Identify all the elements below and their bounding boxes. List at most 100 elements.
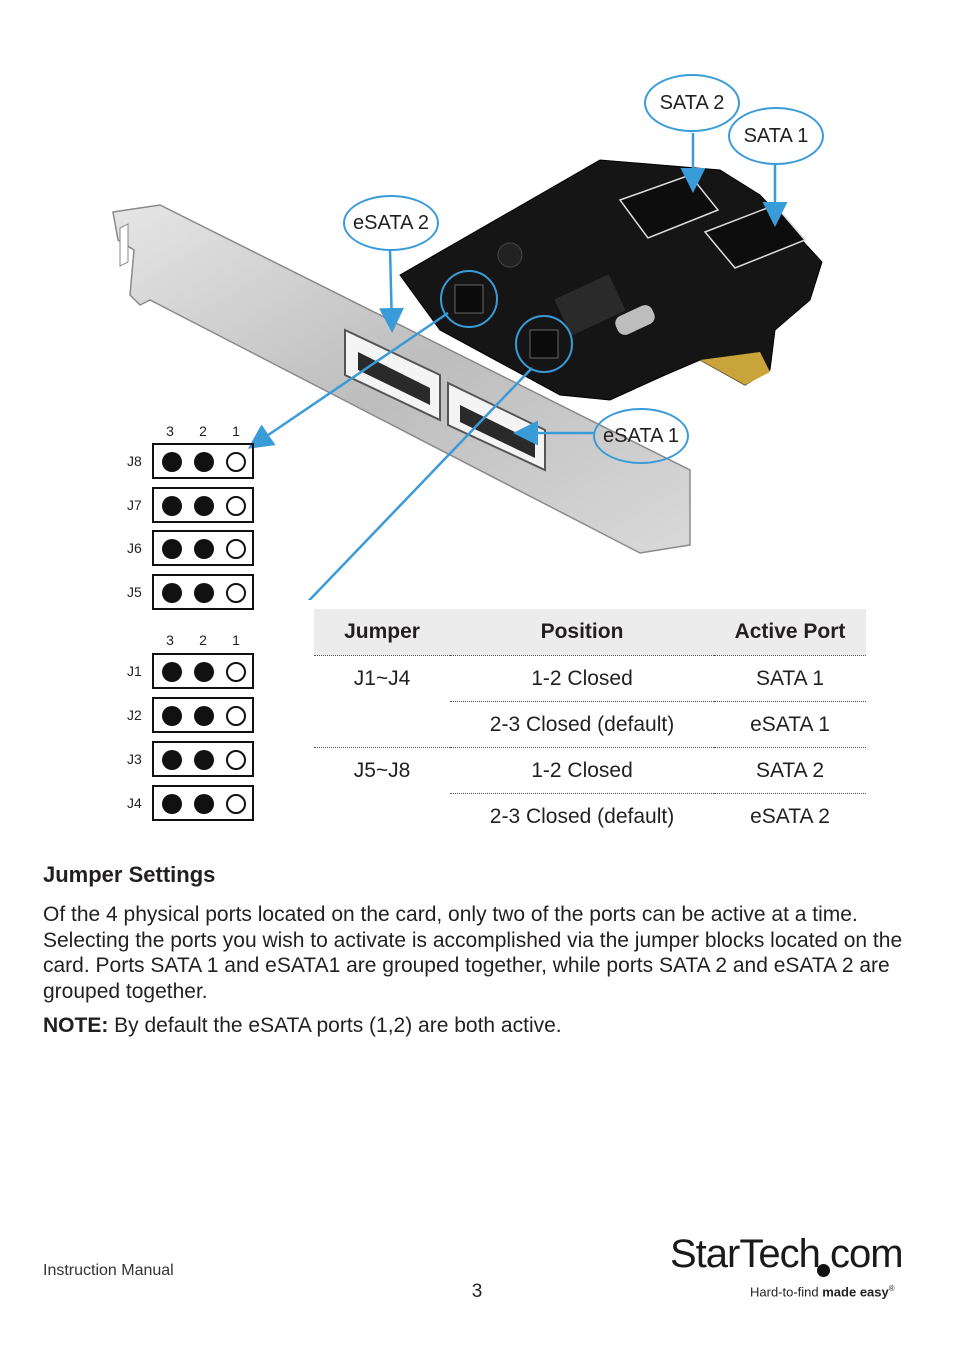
- table-row: J5~J8 1-2 Closed SATA 2: [314, 747, 866, 794]
- pin-closed: [162, 583, 182, 603]
- jumper-row: J5: [122, 574, 262, 612]
- footer-document-type: Instruction Manual: [43, 1262, 174, 1279]
- jumper-label: J5: [127, 584, 142, 600]
- pin-closed: [194, 539, 214, 559]
- jumper-row: J4: [122, 785, 262, 823]
- table-header-active-port: Active Port: [714, 609, 866, 656]
- pin-closed: [162, 496, 182, 516]
- note-body: By default the eSATA ports (1,2) are bot…: [108, 1014, 562, 1037]
- jumper-header: [152, 653, 254, 689]
- pin-number: 3: [166, 632, 174, 648]
- section-title: Jumper Settings: [43, 862, 216, 887]
- pin-closed: [194, 583, 214, 603]
- table-row: J1~J4 1-2 Closed SATA 1: [314, 655, 866, 702]
- table-cell: SATA 1: [714, 655, 866, 702]
- pin-number: 3: [166, 423, 174, 439]
- table-cell: J1~J4: [353, 666, 411, 690]
- pin-closed: [194, 662, 214, 682]
- pin-number: 1: [232, 632, 240, 648]
- table-cell: [314, 701, 450, 748]
- product-figure: [112, 133, 823, 600]
- table-cell: 1-2 Closed: [450, 747, 714, 794]
- jumper-header: [152, 487, 254, 523]
- callout-esata2-label: eSATA 2: [353, 211, 429, 234]
- callout-esata1: eSATA 1: [593, 408, 689, 464]
- pin-number: 1: [232, 423, 240, 439]
- logo-dot-icon: [817, 1264, 830, 1277]
- callout-sata2-label: SATA 2: [659, 91, 725, 114]
- callout-sata2: SATA 2: [644, 74, 740, 132]
- pin-open: [226, 452, 246, 472]
- pin-closed: [194, 706, 214, 726]
- callout-sata1: SATA 1: [728, 107, 824, 165]
- pin-open: [226, 496, 246, 516]
- table-cell: eSATA 2: [750, 804, 830, 828]
- jumper-row: J7: [122, 487, 262, 525]
- table-cell: [314, 794, 450, 840]
- pin-closed: [194, 496, 214, 516]
- callout-sata1-label: SATA 1: [743, 124, 809, 147]
- jumper-label: J7: [127, 497, 142, 513]
- pin-closed: [194, 794, 214, 814]
- pin-open: [226, 662, 246, 682]
- jumper-header: [152, 741, 254, 777]
- table-row: 2-3 Closed (default) eSATA 2: [314, 794, 866, 840]
- logo-tagline-bold: made easy: [822, 1284, 889, 1300]
- pin-number: 2: [199, 632, 207, 648]
- callout-esata2: eSATA 2: [343, 195, 439, 251]
- jumper-header: [152, 574, 254, 610]
- jumper-settings-table: Jumper Position Active Port J1~J4 1-2 Cl…: [314, 609, 866, 839]
- table-cell: eSATA 1: [714, 701, 866, 748]
- table-cell: 1-2 Closed: [450, 655, 714, 702]
- jumper-row: J3: [122, 741, 262, 779]
- jumper-label: J4: [127, 795, 142, 811]
- jumper-label: J8: [127, 453, 142, 469]
- table-cell: SATA 2: [714, 747, 866, 794]
- pin-number: 2: [199, 423, 207, 439]
- jumper-header: [152, 530, 254, 566]
- logo-tagline-light: Hard-to-find: [750, 1284, 823, 1300]
- logo-tagline: Hard-to-find made easy®: [750, 1284, 895, 1299]
- pin-closed: [162, 706, 182, 726]
- jumper-header: [152, 785, 254, 821]
- table-header-jumper: Jumper: [314, 609, 450, 656]
- pin-open: [226, 539, 246, 559]
- table-row: 2-3 Closed (default) eSATA 1: [314, 701, 866, 748]
- jumper-label: J3: [127, 751, 142, 767]
- pin-closed: [162, 452, 182, 472]
- pcb-board: [399, 159, 823, 401]
- table-cell: J5~J8: [353, 758, 411, 782]
- callout-arrows: [247, 133, 788, 600]
- jumper-row: J6: [122, 530, 262, 568]
- jumper-row: J1: [122, 653, 262, 691]
- callout-esata1-label: eSATA 1: [603, 424, 679, 447]
- pin-closed: [162, 794, 182, 814]
- pin-closed: [162, 539, 182, 559]
- jumper-label: J2: [127, 707, 142, 723]
- pin-open: [226, 794, 246, 814]
- section-paragraph: Of the 4 physical ports located on the c…: [43, 903, 903, 1003]
- page-number: 3: [471, 1281, 483, 1302]
- jumper-label: J1: [127, 663, 142, 679]
- note-paragraph: NOTE: By default the eSATA ports (1,2) a…: [43, 1014, 923, 1038]
- jumper-highlight-esata1: [515, 315, 573, 373]
- note-label: NOTE:: [43, 1014, 109, 1037]
- jumper-header: [152, 443, 254, 479]
- jumper-header: [152, 697, 254, 733]
- pin-open: [226, 583, 246, 603]
- pin-open: [226, 750, 246, 770]
- jumper-row: J8: [122, 443, 262, 481]
- jumper-label: J6: [127, 540, 142, 556]
- jumper-row: J2: [122, 697, 262, 735]
- pin-closed: [194, 452, 214, 472]
- startech-logo: StarTech com Hard-to-find made easy®: [670, 1232, 910, 1304]
- pin-closed: [162, 662, 182, 682]
- table-header-row: Jumper Position Active Port: [314, 609, 866, 656]
- pin-open: [226, 706, 246, 726]
- table-cell: 2-3 Closed (default): [450, 701, 714, 748]
- table-header-position: Position: [450, 609, 714, 656]
- table-cell: 2-3 Closed (default): [489, 804, 675, 828]
- jumper-highlight-esata2: [440, 270, 498, 328]
- logo-registered: ®: [888, 1284, 895, 1293]
- pin-closed: [162, 750, 182, 770]
